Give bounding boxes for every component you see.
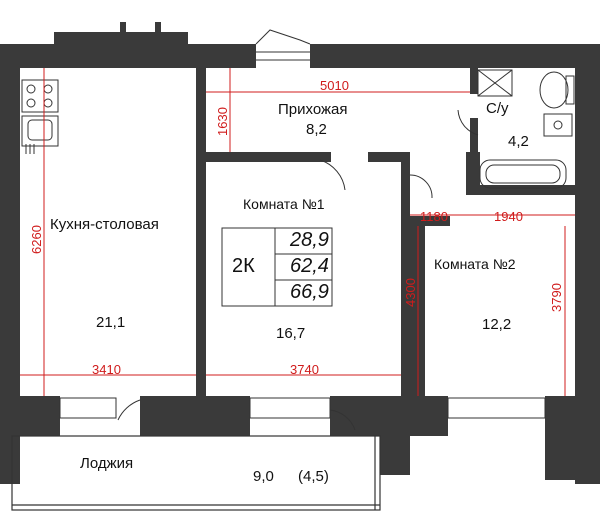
room1-area: 16,7 xyxy=(276,325,306,342)
entrance-stairs xyxy=(255,29,311,61)
kitchen-sink xyxy=(21,115,59,154)
room2-area: 12,2 xyxy=(482,316,512,333)
bath-area: 4,2 xyxy=(508,133,529,150)
dim-kitchen-width: 3410 xyxy=(92,362,121,377)
apartment-type: 2К xyxy=(232,255,255,277)
dim-hall-depth: 1630 xyxy=(214,107,230,136)
total-with-loggia: 66,9 xyxy=(290,281,329,303)
dim-room2-depth-inner: 3790 xyxy=(548,283,564,312)
room1-name: Комната №1 xyxy=(243,196,325,212)
bath-name: С/у xyxy=(486,100,509,117)
room2-name: Комната №2 xyxy=(434,256,516,272)
dim-room1-width: 3740 xyxy=(290,362,319,377)
dim-room2-left: 1180 xyxy=(420,209,448,224)
hall-area: 8,2 xyxy=(306,121,327,138)
total-area: 62,4 xyxy=(290,255,329,277)
stove xyxy=(21,79,59,113)
loggia-area-reduced: (4,5) xyxy=(298,468,329,485)
walls xyxy=(0,22,600,484)
summary-box xyxy=(221,227,333,307)
dim-room2-right: 1940 xyxy=(494,209,523,224)
dim-kitchen-depth: 6260 xyxy=(28,225,44,254)
kitchen-name: Кухня-столовая xyxy=(50,216,159,233)
dim-hall-width: 5010 xyxy=(320,78,349,93)
door-arcs xyxy=(117,109,479,431)
loggia-area: 9,0 xyxy=(253,468,274,485)
loggia-name: Лоджия xyxy=(80,455,134,472)
loggia-outline xyxy=(11,435,381,511)
dimension-lines xyxy=(20,68,575,396)
living-area: 28,9 xyxy=(290,229,329,251)
hall-name: Прихожая xyxy=(278,101,348,118)
dim-room2-depth: 4300 xyxy=(402,278,418,307)
bath-fixtures xyxy=(477,69,575,189)
windows xyxy=(59,397,546,419)
kitchen-area: 21,1 xyxy=(96,314,126,331)
